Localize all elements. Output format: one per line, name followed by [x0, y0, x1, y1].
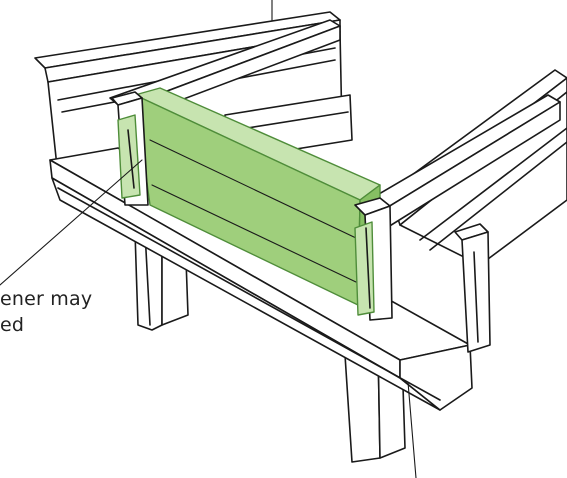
front-right-joist [354, 94, 561, 233]
left-end-block [111, 91, 149, 206]
callout-line-2: ed [0, 314, 25, 336]
leader-line-left [0, 159, 143, 286]
right-end-block [354, 197, 393, 321]
left-callout-label: ener may ed [0, 286, 140, 338]
front-right-post [454, 223, 491, 353]
callout-line-1: ener may [0, 288, 93, 310]
leader-line-bottom [407, 381, 417, 478]
